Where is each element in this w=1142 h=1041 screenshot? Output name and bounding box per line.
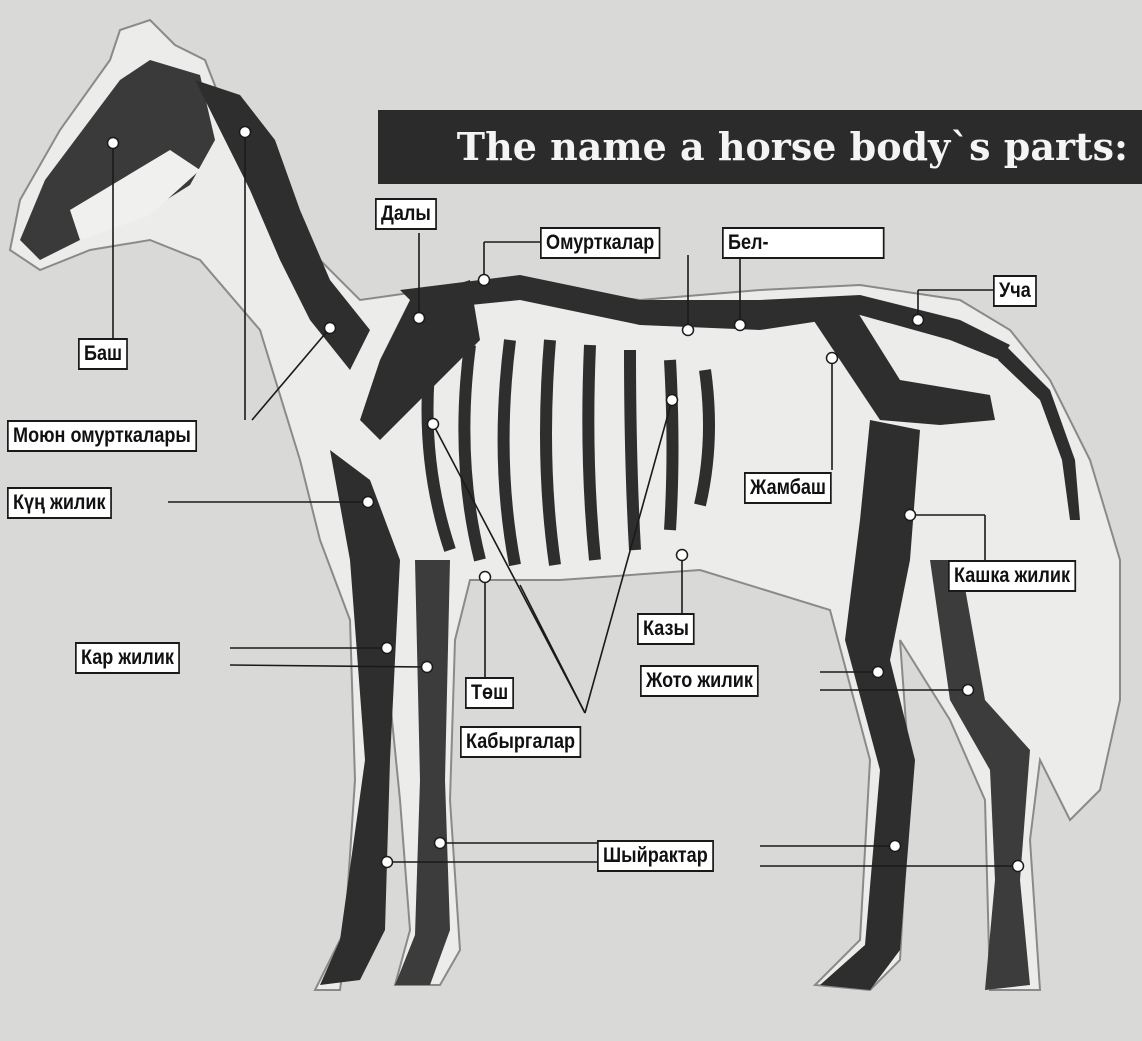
label-daly: Далы — [375, 198, 437, 230]
label-kashka-zhilik: Кашка жилик — [948, 560, 1076, 592]
label-tosh: Төш — [465, 677, 514, 709]
label-shyiraktar: Шыйрактар — [597, 840, 714, 872]
label-ucha: Уча — [993, 275, 1037, 307]
label-bash: Баш — [78, 338, 128, 370]
label-kazy: Казы — [637, 613, 695, 645]
label-kun-zhilik: Күң жилик — [7, 487, 112, 519]
label-bel: Бел- — [722, 227, 885, 259]
label-zhambash: Жамбаш — [744, 472, 832, 504]
diagram-title: The name a horse body`s parts: — [378, 110, 1142, 184]
label-omurtkalar: Омурткалар — [540, 227, 660, 259]
label-kar-zhilik: Кар жилик — [75, 642, 180, 674]
label-moyun-omurtkalary: Моюн омурткалары — [7, 420, 197, 452]
label-zhoto-zhilik: Жото жилик — [640, 665, 759, 697]
label-kabyrgalar: Кабыргалар — [460, 726, 581, 758]
